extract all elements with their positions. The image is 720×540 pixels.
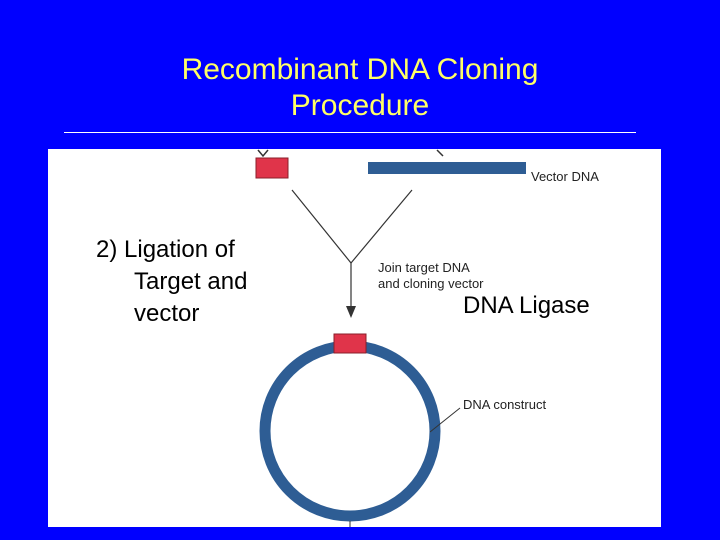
slide-title: Recombinant DNA Cloning Procedure [100,52,620,124]
step-line-1: Ligation of [124,236,235,263]
dna-construct-circle [259,340,441,522]
join-label-line-2: and cloning vector [378,276,484,291]
vector-dna-label: Vector DNA [531,169,599,184]
step-line-3: vector [134,300,200,327]
inserted-target-dna [333,333,367,354]
join-label-line-1: Join target DNA [378,260,470,275]
title-line-2: Procedure [290,89,430,122]
target-dna-fragment [255,157,289,179]
top-left-arrow-tip [257,149,269,158]
construct-pointer-line [429,407,461,433]
dna-construct-label: DNA construct [463,397,546,412]
step-description: 2) Ligation of Target and vector [96,234,296,330]
step-line-2: Target and [134,268,248,295]
title-line-1: Recombinant DNA Cloning [181,53,539,86]
right-converge-line [350,189,413,264]
top-right-arrow-tip [436,149,444,157]
dna-ligase-label: DNA Ligase [463,292,590,319]
down-arrow-head [346,306,356,318]
vector-dna-bar [368,162,526,174]
title-underline [64,132,636,133]
step-number: 2) [96,236,118,263]
left-converge-line [291,189,352,264]
